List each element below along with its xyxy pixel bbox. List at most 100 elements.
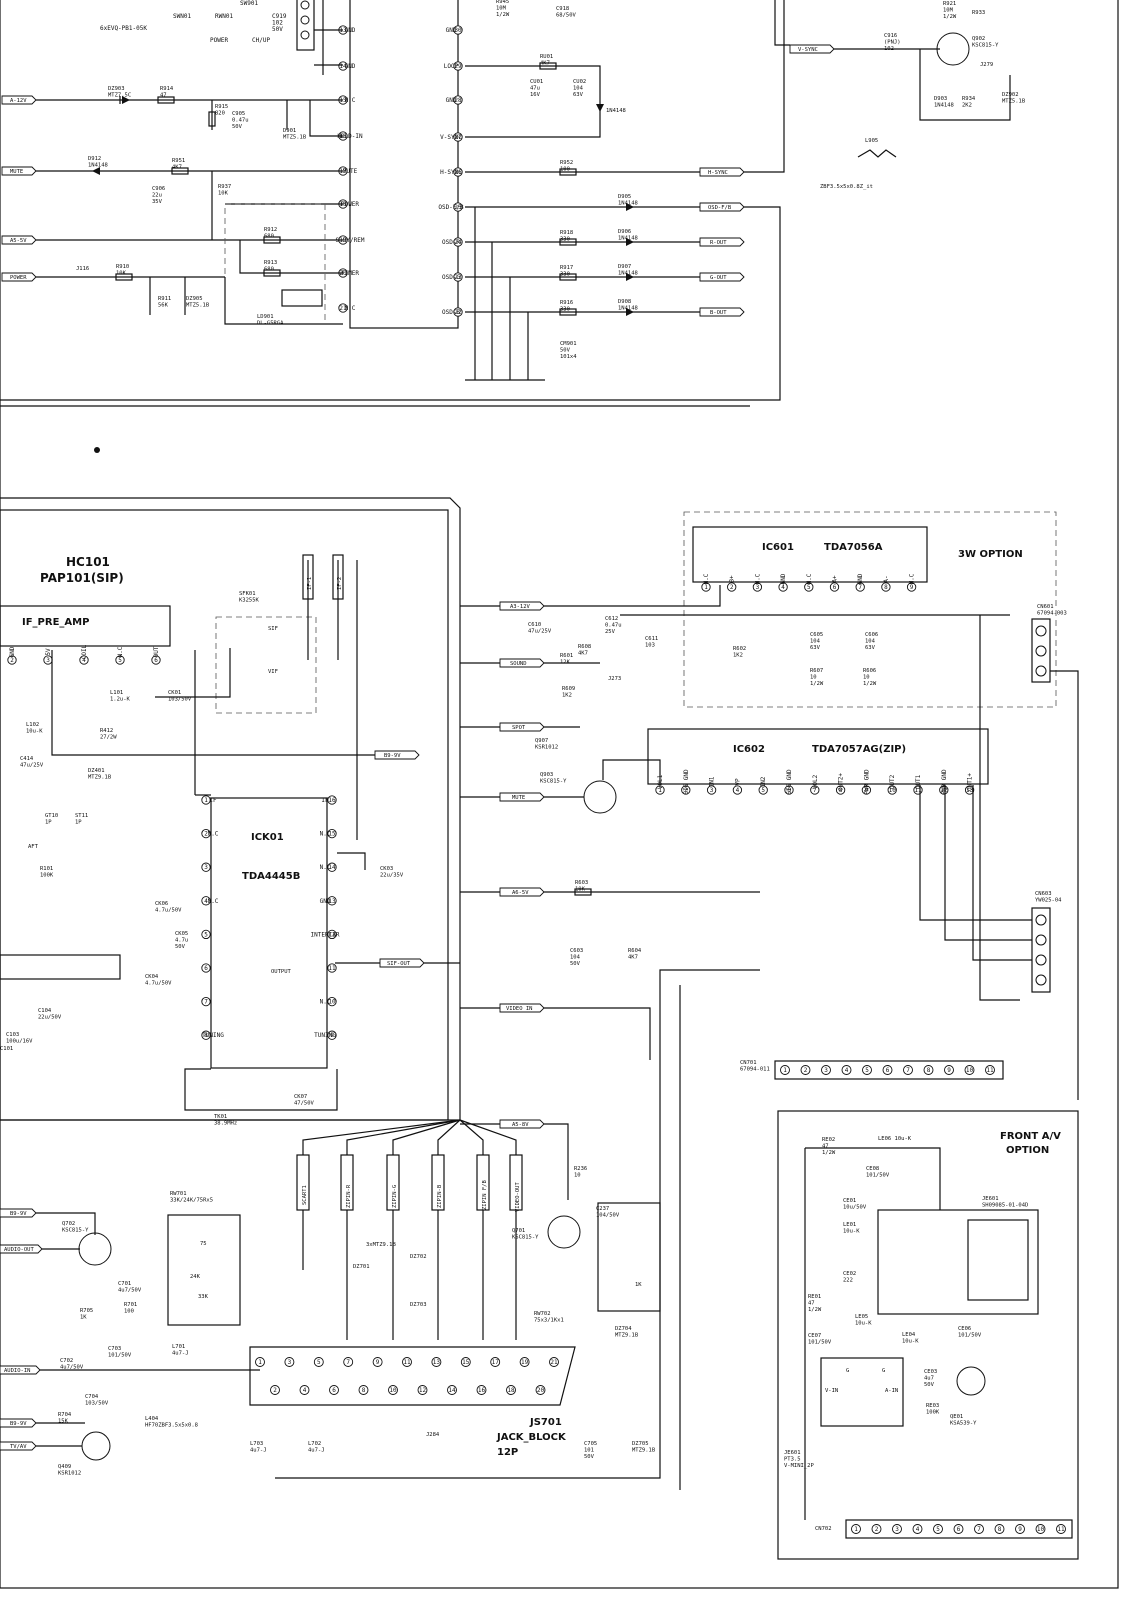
j279-label: J279 bbox=[980, 62, 993, 68]
js701-pin-4-num: 4 bbox=[303, 1387, 307, 1394]
c101-label: C101 bbox=[0, 1046, 13, 1052]
micro-pin-15-label: N.C bbox=[345, 97, 356, 104]
if1-tag: IF-1 bbox=[307, 577, 313, 590]
zipinfb-tag: ZIPIN F/B bbox=[482, 1180, 488, 1210]
micro-pin-20-num: 20 bbox=[339, 270, 347, 277]
ick01-pin-7: 7 bbox=[201, 996, 211, 1007]
spot-tag bbox=[499, 722, 545, 732]
a65v-text: A6-5V bbox=[512, 890, 529, 896]
ic601-pin-6-num: 6 bbox=[833, 584, 837, 591]
micro-pin-25-num: 25 bbox=[454, 204, 462, 211]
ick01-pin-1-num: 1 bbox=[204, 797, 208, 804]
js701-pin-18-num: 18 bbox=[507, 1387, 515, 1394]
ic602-pin-9-num: 9 bbox=[865, 787, 869, 794]
ick01-pin-9-num: 9 bbox=[330, 1032, 334, 1039]
ic601-pin-3: 3N.C bbox=[752, 573, 763, 592]
hc101-title: IF_PRE_AMP bbox=[22, 617, 89, 628]
js701-pin-16: 16 bbox=[476, 1385, 487, 1395]
ick01-pin-8-label: TUNING bbox=[202, 1032, 224, 1039]
rw702-network bbox=[597, 1202, 661, 1312]
micro-pin-26-num: 26 bbox=[454, 169, 462, 176]
micro-pin-28-num: 28 bbox=[454, 97, 462, 104]
rw701-network bbox=[167, 1214, 241, 1326]
cn701-pin-11-num: 11 bbox=[986, 1067, 994, 1074]
cn701-pin-10-num: 10 bbox=[966, 1067, 974, 1074]
switch-connector bbox=[296, 0, 315, 51]
scart1-tag: SCART1 bbox=[302, 1185, 308, 1205]
cn701-pin-8: 8 bbox=[923, 1065, 934, 1075]
sifout-text: SIF-OUT bbox=[387, 961, 411, 967]
cn701-pin-6-num: 6 bbox=[886, 1067, 890, 1074]
ic601-pin-9-label: N.C bbox=[909, 573, 916, 584]
ic601-pin-5: 5N.C bbox=[804, 573, 814, 592]
j116-label: J116 bbox=[76, 266, 89, 272]
hc101-name: HC101 bbox=[66, 555, 110, 569]
js701-pin-19-num: 19 bbox=[521, 1359, 529, 1366]
js701-pin-17: 17 bbox=[490, 1357, 501, 1367]
js701-pin-20-num: 20 bbox=[537, 1387, 545, 1394]
ic601-pin-4-label: GND bbox=[780, 573, 787, 584]
j284-label: J284 bbox=[426, 1432, 440, 1438]
ic602-pin-6-num: 6 bbox=[787, 787, 791, 794]
ick01-pin-2-label: N.C bbox=[208, 831, 219, 838]
a58v-tag bbox=[499, 1119, 545, 1129]
tvav-text: TV/AV bbox=[10, 1444, 27, 1450]
micro-pin-17-num: 17 bbox=[339, 168, 347, 175]
cn702-pin-2: 2 bbox=[871, 1524, 882, 1534]
rout-tag bbox=[699, 237, 745, 247]
ick01-pin-6-num: 6 bbox=[204, 965, 208, 972]
micro-pin-24-label: OSD-R bbox=[442, 239, 460, 246]
micro-pin-25-label: OSD-F/B bbox=[438, 204, 464, 211]
sif-label: SIF bbox=[268, 626, 278, 632]
zipinb-tag: ZIPIN-B bbox=[437, 1184, 443, 1208]
ic602-type: TDA7057AG(ZIP) bbox=[812, 744, 906, 755]
ic602-pin-10-num: 10 bbox=[889, 787, 897, 794]
js701-pin-10-num: 10 bbox=[389, 1387, 397, 1394]
l905-label: L905 bbox=[865, 138, 878, 144]
ic602-pin-7-num: 7 bbox=[813, 787, 817, 794]
js701-pin-12: 12 bbox=[417, 1385, 428, 1395]
micro-pin-30-label: GND bbox=[446, 27, 457, 34]
a58v-text: A5-8V bbox=[512, 1122, 529, 1128]
ic602-pin-4-num: 4 bbox=[736, 787, 740, 794]
ic601-pin-7-label: GND bbox=[857, 573, 864, 584]
cn702-pin-5: 5 bbox=[933, 1524, 943, 1534]
ic601-pin-1-label: N.C bbox=[703, 573, 710, 584]
micro-pin-16-num: 16 bbox=[339, 133, 347, 140]
